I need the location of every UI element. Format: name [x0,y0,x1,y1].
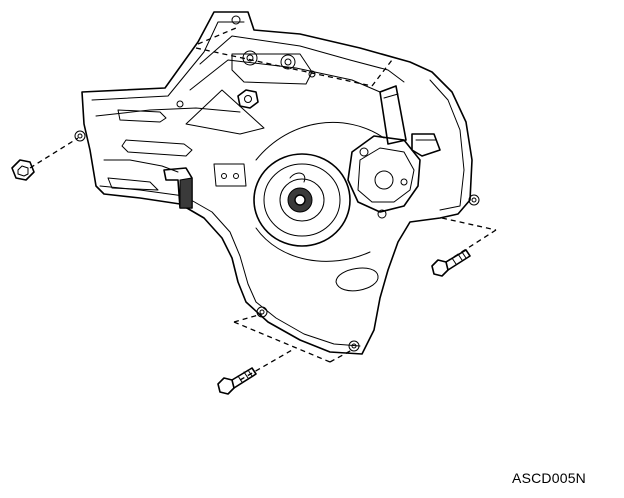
cable-drum [253,121,385,262]
regulator-base-plate [81,11,473,355]
motor-bracket [213,50,313,187]
mounting-bolt-icon [217,367,257,395]
regulator-motor [347,85,441,219]
plate-mounting-holes [74,15,480,352]
mounting-bolt-icon [431,249,471,277]
installation-guides [29,27,497,381]
mounting-nut-icon [11,159,35,181]
diagram-reference-code: ASCD005N [512,470,586,486]
regulator-arm [163,167,193,209]
fitted-nut [237,89,259,109]
